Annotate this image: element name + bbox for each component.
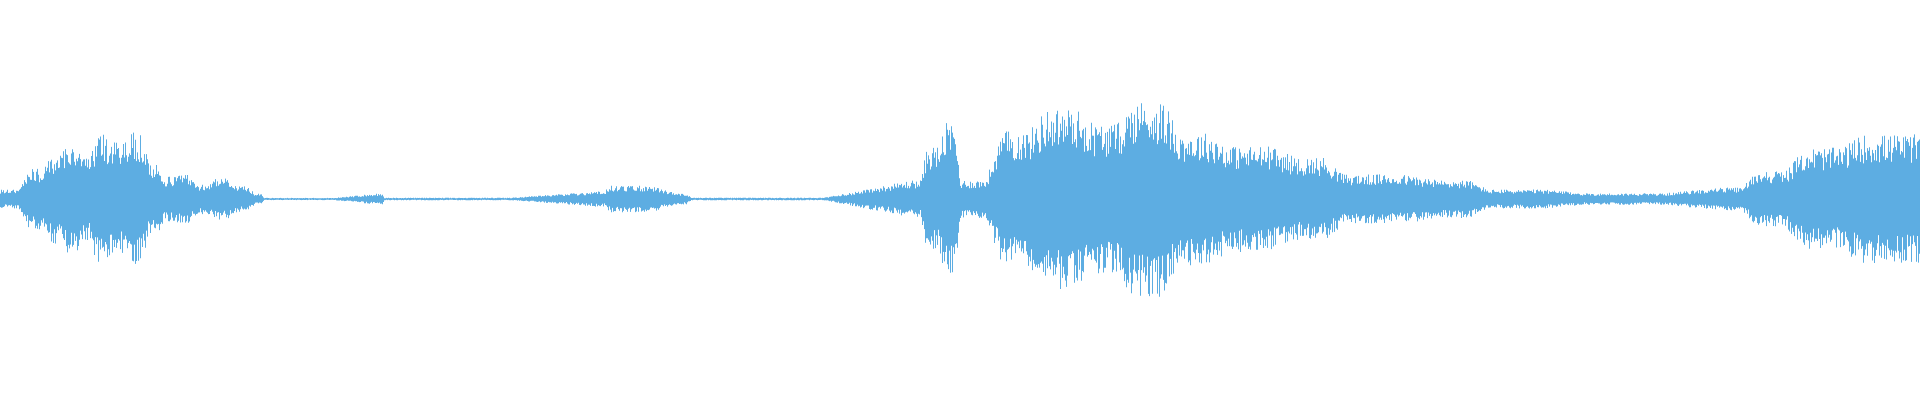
waveform-bars	[0, 103, 1920, 297]
waveform-amplitude-path	[0, 103, 1920, 297]
